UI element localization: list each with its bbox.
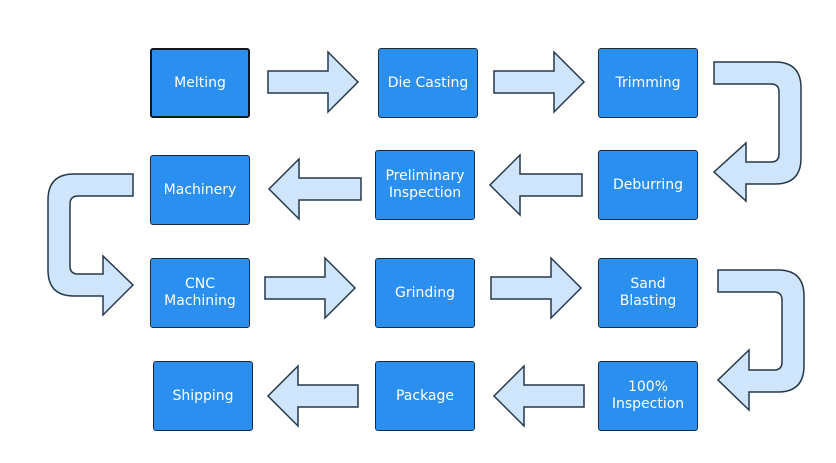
step-package: Package: [375, 361, 475, 431]
step-deburring: Deburring: [598, 150, 698, 220]
arrow-package-to-shipping: [266, 364, 359, 428]
arrow-melting-to-die-casting: [267, 50, 360, 114]
step-label: CNC Machining: [164, 276, 236, 309]
step-label: Deburring: [612, 176, 684, 193]
step-shipping: Shipping: [153, 361, 253, 431]
step-machinery: Machinery: [150, 155, 250, 225]
step-label: Melting: [174, 74, 226, 91]
step-label: Shipping: [172, 387, 234, 404]
arrow-preliminary-inspection-to-machinery: [267, 157, 362, 221]
step-label: 100% Inspection: [611, 379, 685, 412]
step-label: Trimming: [615, 74, 681, 91]
step-label: Die Casting: [387, 74, 469, 91]
step-cnc-machining: CNC Machining: [150, 258, 250, 328]
uturn-arrow-sand-blasting-to-100-inspection: [716, 269, 805, 412]
arrow-die-casting-to-trimming: [493, 50, 586, 114]
step-label: Preliminary Inspection: [385, 168, 465, 201]
step-label: Package: [395, 387, 455, 404]
step-trimming: Trimming: [598, 48, 698, 118]
uturn-arrow-machinery-to-cnc-machining: [47, 173, 135, 317]
step-sand-blasting: Sand Blasting: [598, 258, 698, 328]
step-melting: Melting: [150, 48, 250, 118]
step-grinding: Grinding: [375, 258, 475, 328]
arrow-deburring-to-preliminary-inspection: [488, 153, 583, 217]
step-label: Machinery: [163, 181, 237, 198]
arrow-100-inspection-to-package: [492, 364, 585, 428]
step-100-inspection: 100% Inspection: [598, 361, 698, 431]
step-preliminary-inspection: Preliminary Inspection: [375, 150, 475, 220]
uturn-arrow-trimming-to-deburring: [712, 61, 802, 203]
step-die-casting: Die Casting: [378, 48, 478, 118]
step-label: Grinding: [395, 284, 455, 301]
step-label: Sand Blasting: [619, 276, 677, 309]
arrow-grinding-to-sand-blasting: [490, 256, 583, 320]
arrow-cnc-machining-to-grinding: [264, 256, 357, 320]
